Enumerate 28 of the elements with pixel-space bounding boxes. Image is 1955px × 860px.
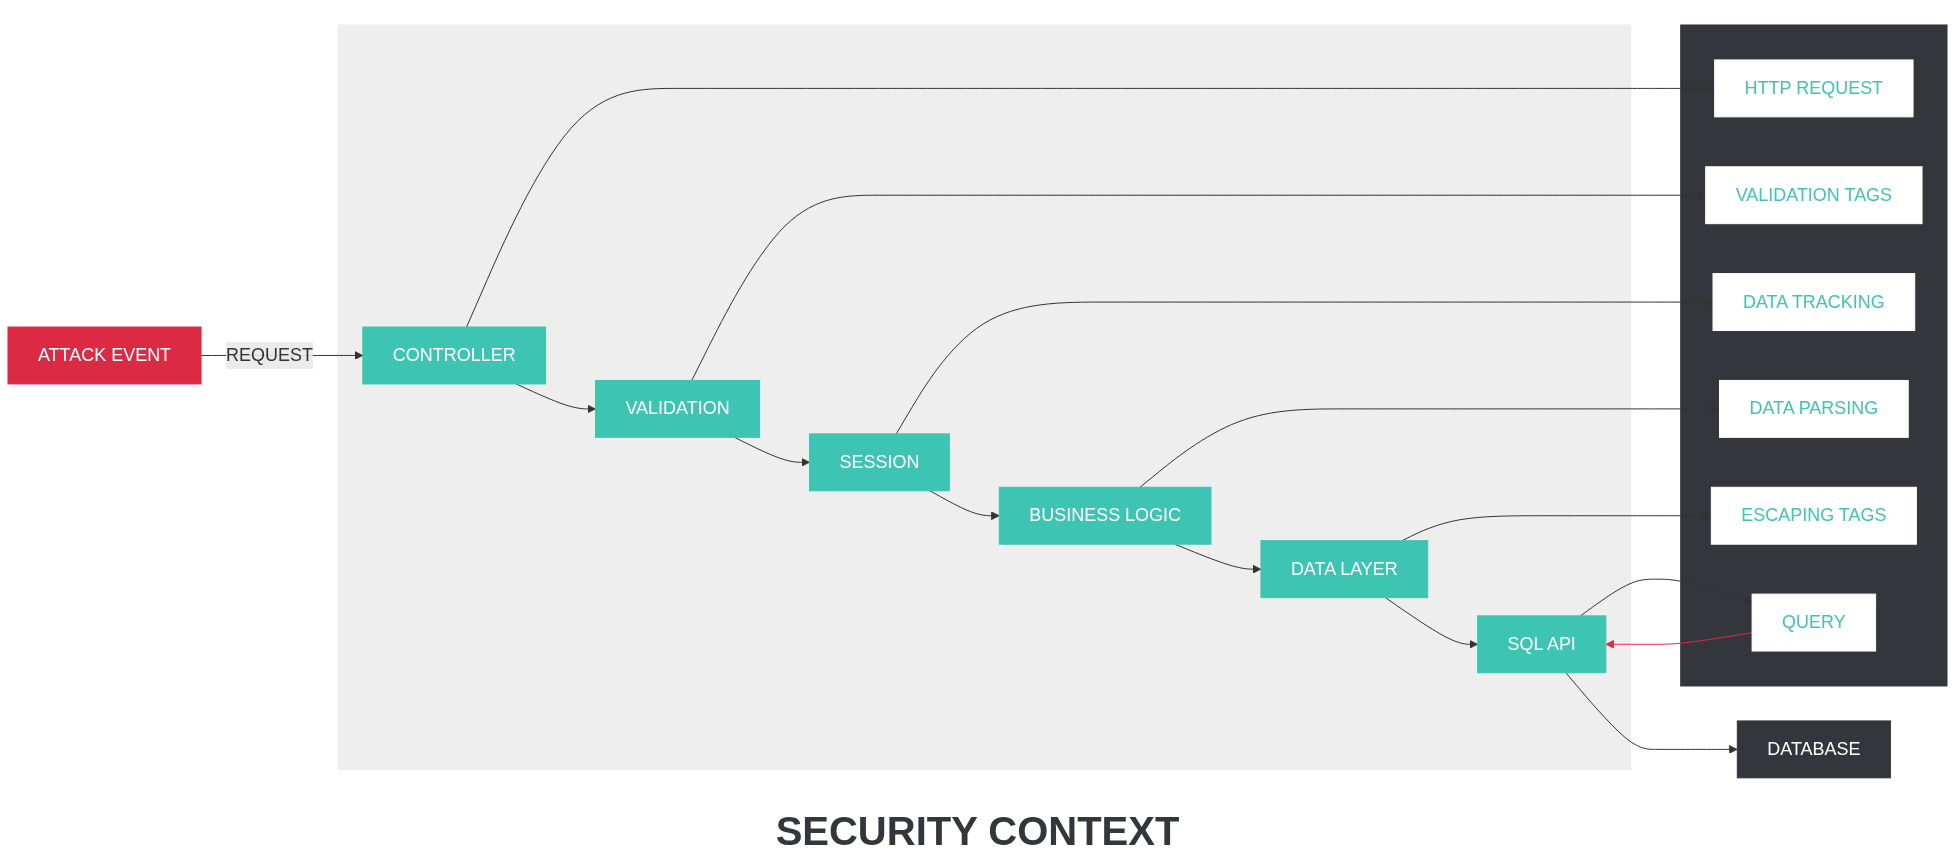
arrow bbox=[1139, 404, 1720, 488]
arrow bbox=[691, 190, 1707, 381]
edge-label: REQUEST bbox=[226, 345, 313, 366]
label-text: SECURITY CONTEXT bbox=[775, 809, 1180, 854]
cluster bbox=[337, 24, 1632, 770]
node-box: BUSINESS LOGIC bbox=[998, 486, 1212, 545]
arrow bbox=[466, 84, 1716, 328]
arrow bbox=[929, 490, 1000, 521]
arrow bbox=[1580, 578, 1753, 617]
arrow bbox=[895, 297, 1714, 435]
node-box: DATA PARSING bbox=[1719, 380, 1909, 438]
node-box: CONTROLLER bbox=[362, 326, 547, 385]
node-box: SQL API bbox=[1477, 615, 1607, 674]
arrow bbox=[1605, 632, 1753, 649]
node-box: DATA LAYER bbox=[1260, 540, 1429, 599]
node-box: HTTP REQUEST bbox=[1714, 59, 1914, 118]
node-box: DATABASE bbox=[1736, 720, 1891, 779]
arrow bbox=[734, 436, 810, 467]
node-box: DATA TRACKING bbox=[1712, 273, 1916, 332]
arrow bbox=[1565, 672, 1738, 754]
node-box: QUERY bbox=[1751, 593, 1877, 652]
node-box: VALIDATION TAGS bbox=[1705, 166, 1923, 225]
node-box: ESCAPING TAGS bbox=[1710, 486, 1917, 545]
cluster bbox=[1680, 24, 1948, 687]
node-box: VALIDATION bbox=[595, 380, 761, 438]
node-box: ATTACK EVENT bbox=[7, 326, 202, 385]
arrow bbox=[1384, 597, 1479, 649]
node-box: SESSION bbox=[809, 433, 950, 492]
